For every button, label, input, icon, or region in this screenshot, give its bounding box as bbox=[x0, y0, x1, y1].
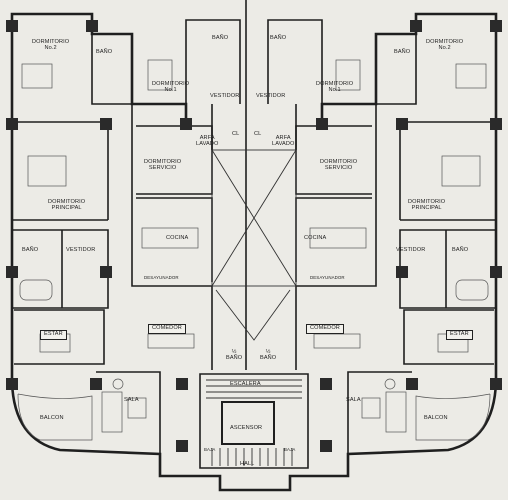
interior-walls bbox=[12, 0, 496, 469]
stair-label-baja-right: BAJA bbox=[284, 447, 296, 452]
room-label-bano-right: BAÑO bbox=[452, 247, 469, 253]
room-label-dormitorio-2-left: DORMITORIO No.2 bbox=[32, 39, 70, 51]
room-label-bano-left: BAÑO bbox=[22, 247, 39, 253]
furniture bbox=[17, 59, 491, 441]
room-label-area-lavado-left: ARFA LAVADO bbox=[196, 135, 219, 147]
room-label-cl-left: CL bbox=[232, 131, 240, 137]
room-label-bano-top-left: BAÑO bbox=[212, 35, 229, 41]
room-label-balcon-right: BALCON bbox=[424, 415, 448, 421]
room-label-bano-upper-right: BAÑO bbox=[394, 49, 411, 55]
room-label-dormitorio-principal-left: DORMITORIO PRINCIPAL bbox=[48, 199, 86, 211]
room-label-estar-left: ESTAR bbox=[40, 330, 67, 340]
room-label-dormitorio-1-left: DORMITORIO No.1 bbox=[152, 81, 190, 93]
room-label-bano-top-right: BAÑO bbox=[270, 35, 287, 41]
room-label-dormitorio-servicio-right: DORMITORIO SERVICIO bbox=[320, 159, 358, 171]
room-label-bano-upper-left: BAÑO bbox=[96, 49, 113, 55]
structural-columns bbox=[6, 20, 502, 452]
core-shaft bbox=[206, 149, 302, 466]
room-label-desayunador-right: DESAYUNADOR bbox=[310, 275, 345, 280]
room-label-comedor-right: COMEDOR bbox=[306, 324, 344, 334]
room-label-sala-right: SALA bbox=[346, 397, 361, 403]
room-label-comedor-left: COMEDOR bbox=[148, 324, 186, 334]
room-label-dormitorio-2-right: DORMITORIO No.2 bbox=[426, 39, 464, 51]
room-label-estar-right: ESTAR bbox=[446, 330, 473, 340]
stair-label-baja-left: BAJA bbox=[204, 447, 216, 452]
room-label-escalera: ESCALERA bbox=[230, 381, 261, 387]
room-label-hall: HALL bbox=[240, 461, 255, 467]
room-label-cocina-left: COCINA bbox=[166, 235, 189, 241]
room-label-medio-bano-right: ½ BAÑO bbox=[260, 349, 277, 361]
room-label-medio-bano-left: ½ BAÑO bbox=[226, 349, 243, 361]
room-label-vestidor-top-left: VESTIDOR bbox=[210, 93, 240, 99]
room-label-desayunador-left: DESAYUNADOR bbox=[144, 275, 179, 280]
exterior-walls bbox=[10, 12, 498, 492]
room-label-balcon-left: BALCON bbox=[40, 415, 64, 421]
room-label-dormitorio-servicio-left: DORMITORIO SERVICIO bbox=[144, 159, 182, 171]
room-label-cocina-right: COCINA bbox=[304, 235, 327, 241]
room-label-vestidor-left: VESTIDOR bbox=[66, 247, 96, 253]
room-label-ascensor: ASCENSOR bbox=[230, 425, 263, 431]
room-label-sala-left: SALA bbox=[124, 397, 139, 403]
room-label-dormitorio-1-right: DORMITORIO No.1 bbox=[316, 81, 354, 93]
room-label-vestidor-right: VESTIDOR bbox=[396, 247, 426, 253]
room-label-vestidor-top-right: VESTIDOR bbox=[256, 93, 286, 99]
room-label-area-lavado-right: ARFA LAVADO bbox=[272, 135, 295, 147]
room-label-dormitorio-principal-right: DORMITORIO PRINCIPAL bbox=[408, 199, 446, 211]
room-label-cl-right: CL bbox=[254, 131, 262, 137]
